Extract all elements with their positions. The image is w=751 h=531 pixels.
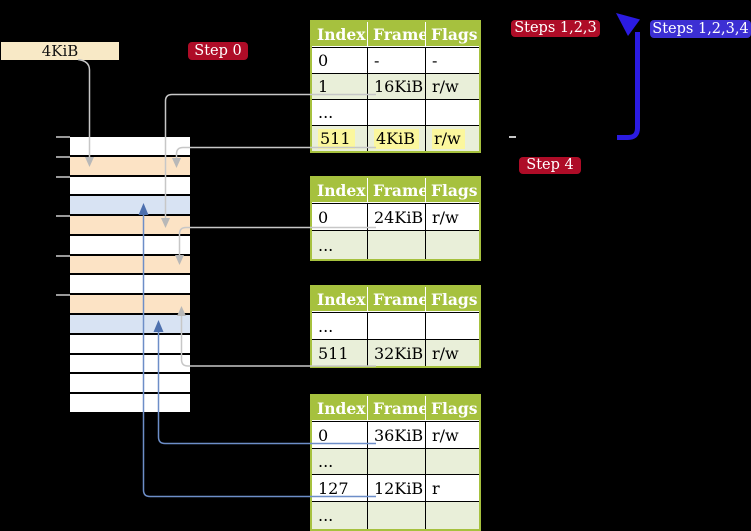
col-header-flags: Flags <box>431 398 478 418</box>
table-cell: r/w <box>432 77 459 96</box>
table-cell: 511 <box>312 340 368 366</box>
steps1234-badge: Steps 1,2,3,4 <box>650 20 751 38</box>
connector-stub <box>509 136 516 138</box>
col-header-flags: Flags <box>431 289 478 309</box>
col-header-frame: Frame <box>368 396 426 420</box>
table-cell: r <box>432 478 440 498</box>
table-cell: - <box>432 51 438 70</box>
memory-row <box>70 354 190 373</box>
table-cell-highlighted: 4KiB <box>368 126 426 151</box>
col-header-index: Index <box>312 396 368 420</box>
table-cell: r/w <box>432 343 459 363</box>
col-header-frame: Frame <box>368 22 426 46</box>
table-cell: 0 <box>312 204 368 230</box>
table-cell <box>368 449 426 474</box>
strip-tick <box>56 294 70 296</box>
page-table-bottom: Index Frame Flags 0 36KiB r/w ... 127 12… <box>310 394 481 531</box>
memory-row-mapped-frame <box>70 196 190 215</box>
physical-memory-strip <box>70 137 190 412</box>
memory-row-table-frame <box>70 216 190 234</box>
table-cell-highlighted: r/w <box>426 126 479 151</box>
table-cell <box>426 449 479 474</box>
memory-row-mapped-frame <box>70 315 190 333</box>
table-cell: 24KiB <box>368 204 426 230</box>
table-cell: ... <box>312 449 368 474</box>
memory-row-table-frame <box>70 255 190 274</box>
table-cell: ... <box>312 231 368 259</box>
strip-tick <box>56 176 70 178</box>
table-cell <box>368 502 426 529</box>
strip-tick <box>56 156 70 158</box>
memory-row <box>70 176 190 195</box>
table-cell <box>368 231 426 259</box>
table-cell: ... <box>312 100 368 125</box>
recursive-loop-arrow <box>616 13 640 140</box>
table-cell: - <box>368 48 426 73</box>
page-table-second: Index Frame Flags 0 24KiB r/w ... <box>310 176 481 261</box>
page-table-third: Index Frame Flags ... 511 32KiB r/w <box>310 285 481 368</box>
memory-row <box>70 235 190 254</box>
table-cell: 0 <box>312 422 368 448</box>
step4-badge: Step 4 <box>519 157 581 174</box>
table-cell: 36KiB <box>368 422 426 448</box>
table-cell: 16KiB <box>368 74 426 99</box>
memory-row <box>70 394 190 412</box>
page-table-top: Index Frame Flags 0 - - 1 16KiB r/w ... … <box>310 20 481 153</box>
table-cell <box>426 502 479 529</box>
table-cell: ... <box>312 313 368 339</box>
col-header-frame: Frame <box>368 287 426 311</box>
step0-badge: Step 0 <box>188 42 248 60</box>
table-cell <box>426 231 479 259</box>
table-cell-highlighted: 511 <box>312 126 368 151</box>
col-header-flags: Flags <box>431 180 478 200</box>
strip-tick <box>56 255 70 257</box>
frame-size-label: 4KiB <box>1 42 119 60</box>
table-cell: 32KiB <box>368 340 426 366</box>
memory-row-table-frame <box>70 295 190 314</box>
table-cell: 12KiB <box>368 475 426 501</box>
col-header-index: Index <box>312 22 368 46</box>
memory-row <box>70 275 190 294</box>
table-cell: 1 <box>312 74 368 99</box>
memory-row-table-frame <box>70 156 190 175</box>
table-cell: r/w <box>432 425 459 445</box>
col-header-frame: Frame <box>368 178 426 202</box>
table-cell: ... <box>312 502 368 529</box>
table-cell: r/w <box>432 207 459 227</box>
table-cell <box>426 100 479 125</box>
strip-tick <box>56 215 70 217</box>
table-cell <box>368 100 426 125</box>
steps123-badge: Steps 1,2,3 <box>511 20 600 37</box>
table-cell <box>368 313 426 339</box>
col-header-flags: Flags <box>431 24 478 44</box>
strip-tick <box>56 136 70 138</box>
memory-row <box>70 334 190 353</box>
table-cell <box>426 313 479 339</box>
memory-row <box>70 137 190 155</box>
col-header-index: Index <box>312 287 368 311</box>
table-cell: 0 <box>312 48 368 73</box>
memory-row <box>70 374 190 393</box>
col-header-index: Index <box>312 178 368 202</box>
table-cell: 127 <box>312 475 368 501</box>
